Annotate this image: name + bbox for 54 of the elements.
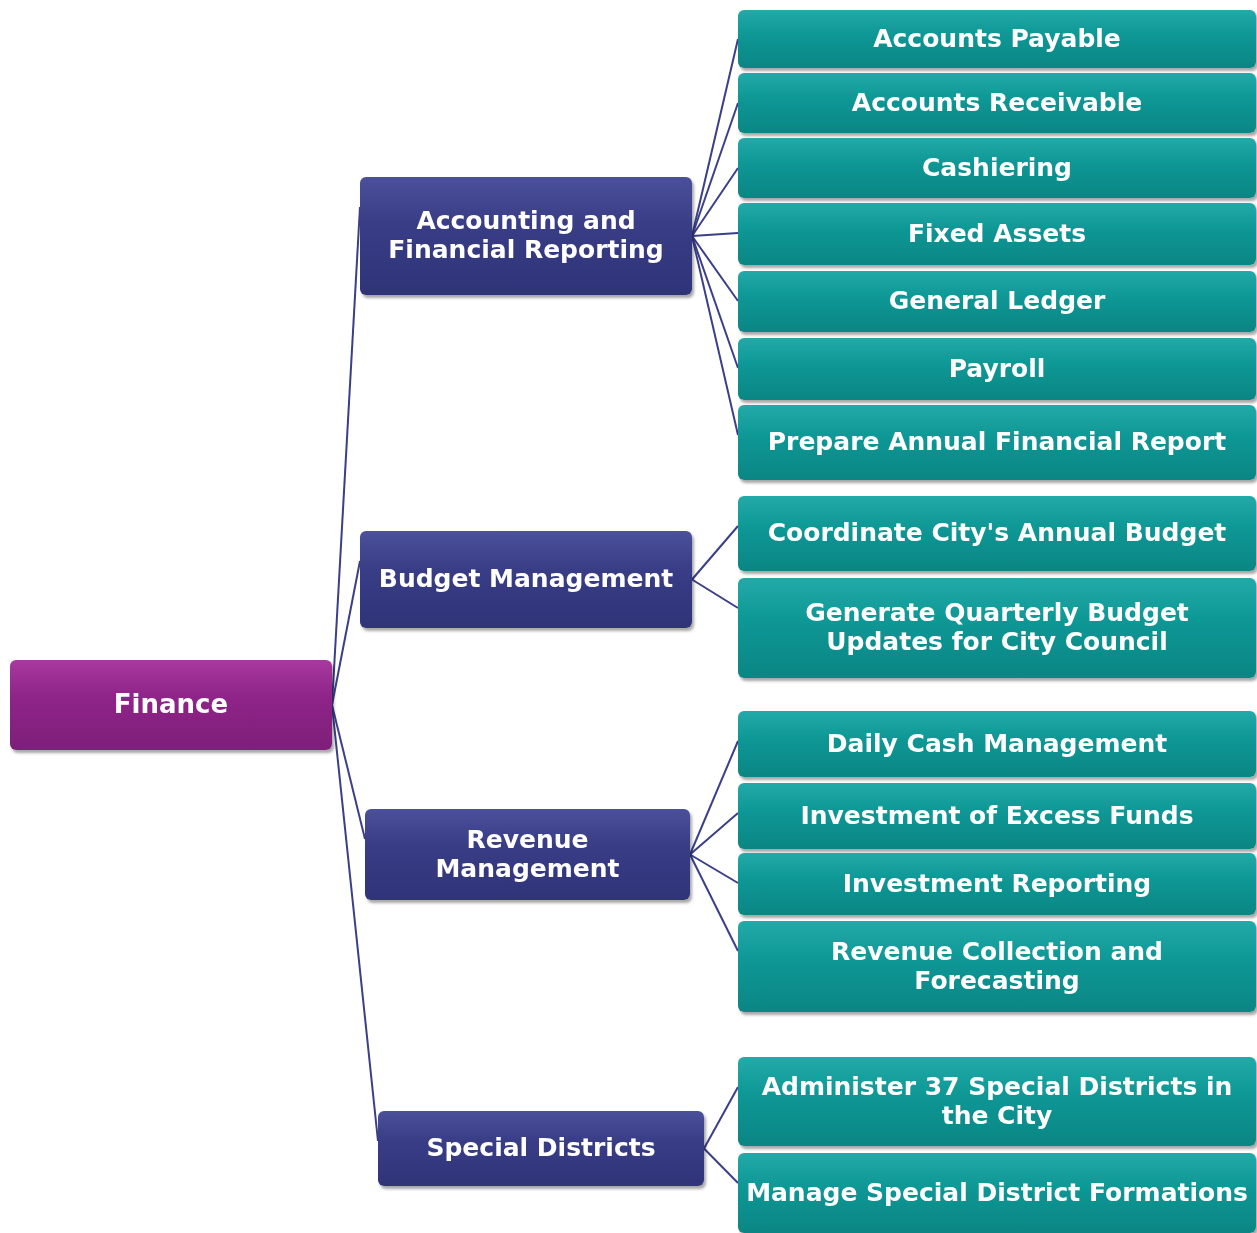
connector-line [689,740,739,856]
node-label: Accounts Payable [873,24,1121,54]
connector-line [331,560,361,706]
connector-line [691,578,739,609]
connector-line [703,1086,739,1150]
node-label: Accounting and Financial Reporting [387,207,665,265]
node-label: Administer 37 Special Districts in the City [760,1072,1234,1131]
node-label: Investment Reporting [842,869,1152,899]
node-label: Fixed Assets [907,219,1087,249]
department-box [365,809,690,900]
node-label: Payroll [948,354,1046,384]
function-box [738,338,1256,400]
function-box [738,138,1256,198]
function-box [738,10,1256,68]
function-box [738,203,1256,265]
node-label: Coordinate City's Annual Budget [767,519,1227,548]
department-box [378,1111,704,1186]
node-label: Generate Quarterly Budget Updates for City Council [804,599,1190,657]
node-label: Revenue Management [434,825,621,884]
connector-line [703,1147,739,1184]
function-box [738,578,1256,678]
root-box [10,660,332,750]
function-box [738,496,1256,571]
connector-line [691,167,739,237]
node-label: Investment of Excess Funds [800,801,1194,831]
node-label: Accounts Receivable [851,88,1143,118]
node-label: Finance [113,690,229,720]
connector-line [691,525,739,581]
node-label: Manage Special District Formations [746,1178,1248,1208]
node-label: Cashiering [922,153,1072,183]
function-box [738,783,1256,849]
function-box [738,1057,1256,1146]
node-label: Revenue Collection and Forecasting [830,937,1164,996]
function-box [738,853,1256,915]
connector-line [689,853,739,952]
connector-line [331,704,379,1142]
department-box [360,531,692,628]
function-box [738,921,1256,1012]
connector-line [689,853,739,884]
function-box [738,405,1256,480]
node-label: Prepare Annual Financial Report [767,428,1227,457]
connector-line [331,704,366,840]
function-box [738,1153,1256,1233]
node-label: Special Districts [426,1134,656,1163]
function-box [738,271,1256,332]
connector-line [689,812,739,856]
node-label: Budget Management [378,565,674,594]
function-box [738,711,1256,777]
function-box [738,73,1256,133]
connector-line [691,235,739,302]
department-box [360,177,692,295]
node-label: Daily Cash Management [826,729,1168,759]
node-label: General Ledger [888,287,1106,316]
connector-line [691,232,739,237]
